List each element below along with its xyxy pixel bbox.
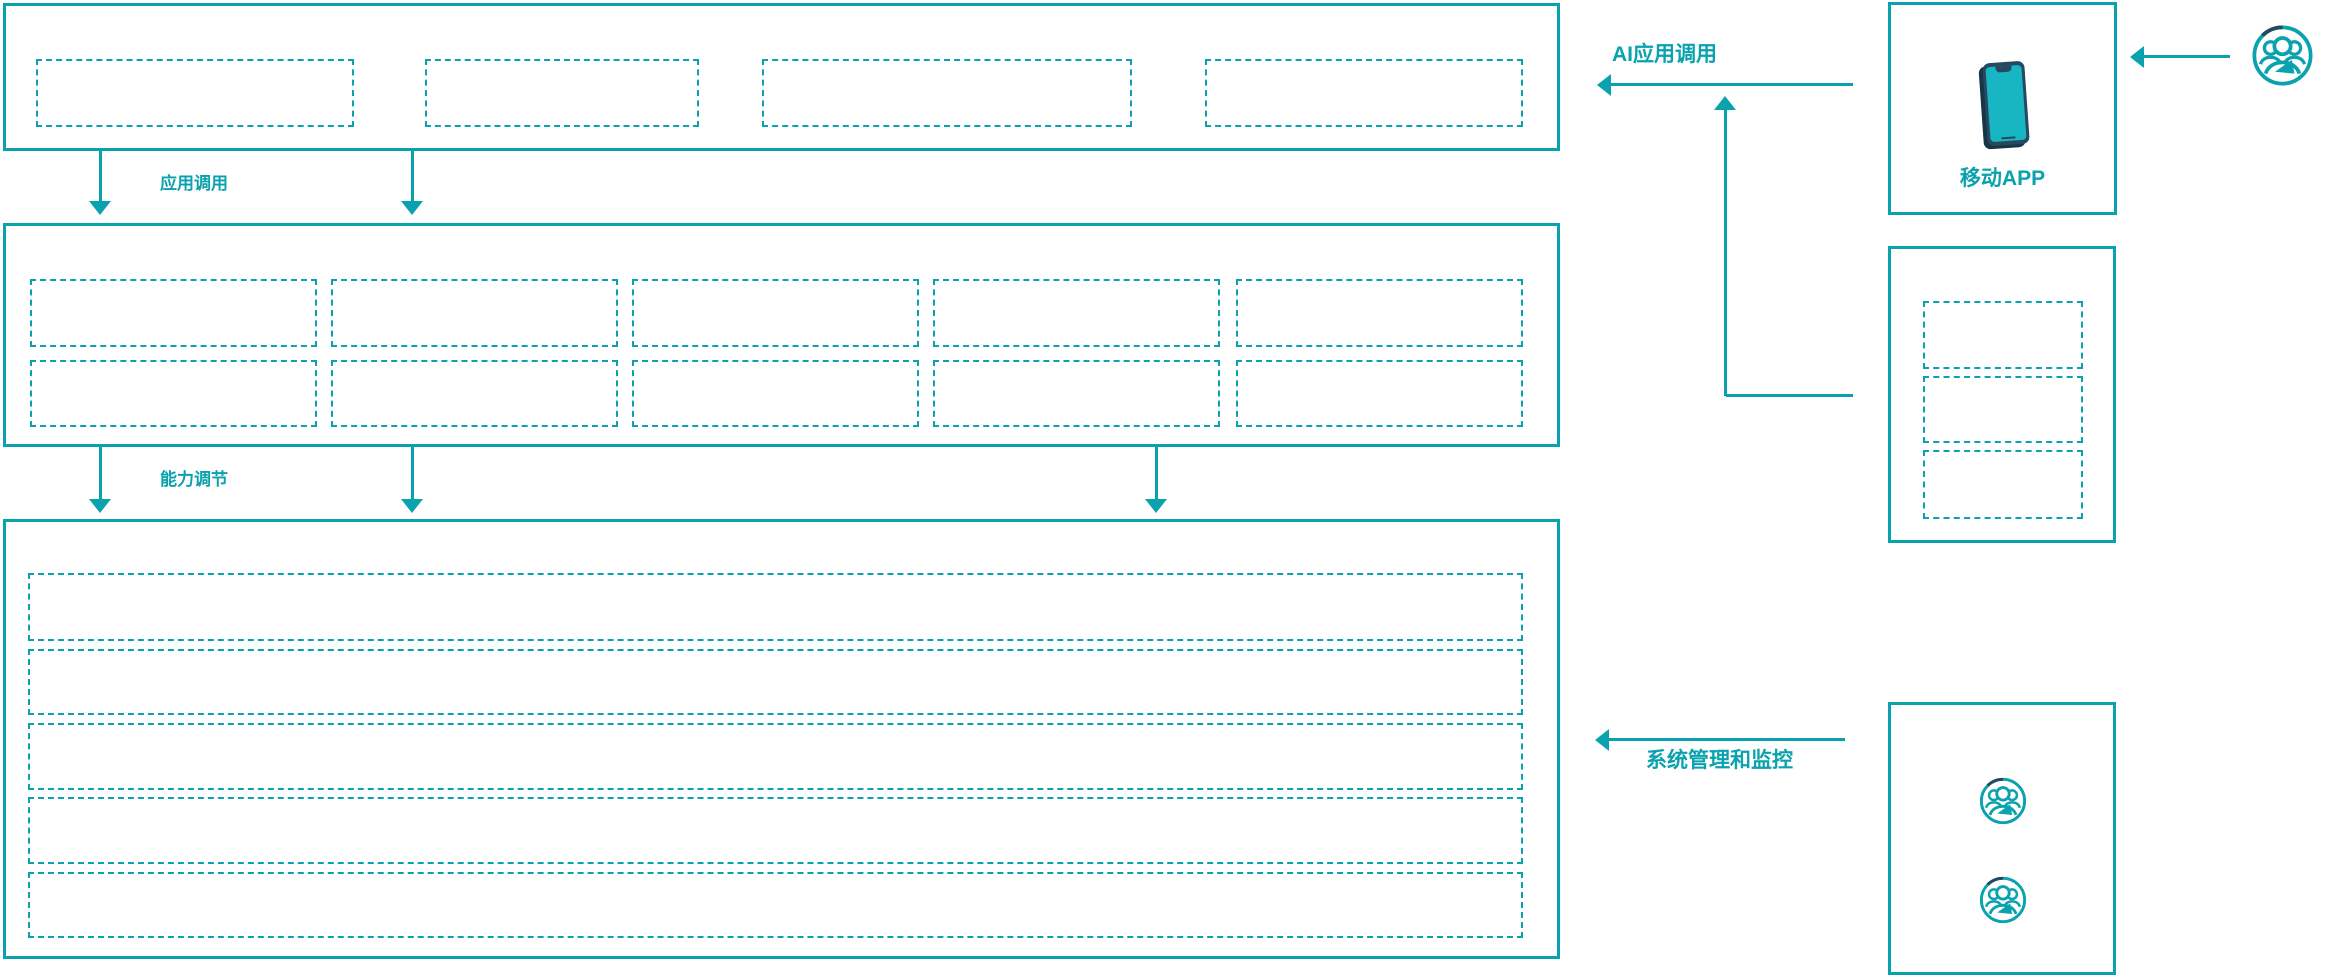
- capability-arrow-1: [99, 447, 102, 499]
- placeholder-box: [36, 59, 354, 127]
- app-call-label: 应用调用: [160, 174, 228, 193]
- smartphone-icon: [1982, 60, 2030, 147]
- user-group-icon: [1979, 777, 2027, 825]
- service-connector-line: [1726, 394, 1853, 397]
- app-call-arrow-1-head: [89, 201, 111, 215]
- placeholder-box: [30, 279, 317, 347]
- smartphone-screen: [1985, 64, 2027, 143]
- placeholder-box: [331, 360, 618, 427]
- capability-arrow-3: [1155, 447, 1158, 499]
- ai-app-call-arrow-head: [1597, 74, 1611, 96]
- placeholder-box: [632, 279, 919, 347]
- app-call-arrow-1: [99, 151, 102, 201]
- placeholder-row: [28, 797, 1523, 864]
- placeholder-row: [28, 872, 1523, 938]
- ai-app-call-label: AI应用调用: [1612, 43, 1717, 66]
- placeholder-box: [425, 59, 699, 127]
- placeholder-box: [632, 360, 919, 427]
- placeholder-box: [1923, 301, 2083, 369]
- mobile-app-label: 移动APP: [1959, 167, 2046, 190]
- placeholder-row: [28, 649, 1523, 715]
- placeholder-row: [28, 723, 1523, 790]
- capability-arrow-2-head: [401, 499, 423, 513]
- user-to-app-arrow: [2144, 55, 2230, 58]
- placeholder-box: [1923, 450, 2083, 519]
- capability-arrow-1-head: [89, 499, 111, 513]
- system-monitor-arrow-head: [1595, 729, 1609, 751]
- placeholder-box: [331, 279, 618, 347]
- placeholder-row: [28, 573, 1523, 641]
- capability-label: 能力调节: [160, 470, 228, 489]
- system-monitor-label: 系统管理和监控: [1646, 749, 1793, 772]
- user-group-icon: [2252, 25, 2313, 86]
- placeholder-box: [1205, 59, 1523, 127]
- user-to-app-arrow-head: [2130, 46, 2144, 68]
- capability-arrow-3-head: [1145, 499, 1167, 513]
- placeholder-box: [1236, 279, 1523, 347]
- user-group-icon: [1979, 876, 2027, 924]
- placeholder-box: [1923, 376, 2083, 443]
- placeholder-box: [762, 59, 1132, 127]
- app-call-arrow-2-head: [401, 201, 423, 215]
- service-connector-arrow-head: [1714, 96, 1736, 110]
- admin-box: [1888, 702, 2116, 975]
- service-connector-riser: [1724, 110, 1727, 396]
- placeholder-box: [933, 360, 1220, 427]
- placeholder-box: [933, 279, 1220, 347]
- app-call-arrow-2: [411, 151, 414, 201]
- system-monitor-arrow: [1609, 738, 1845, 741]
- placeholder-box: [30, 360, 317, 427]
- placeholder-box: [1236, 360, 1523, 427]
- capability-arrow-2: [411, 447, 414, 499]
- ai-app-call-arrow: [1611, 83, 1853, 86]
